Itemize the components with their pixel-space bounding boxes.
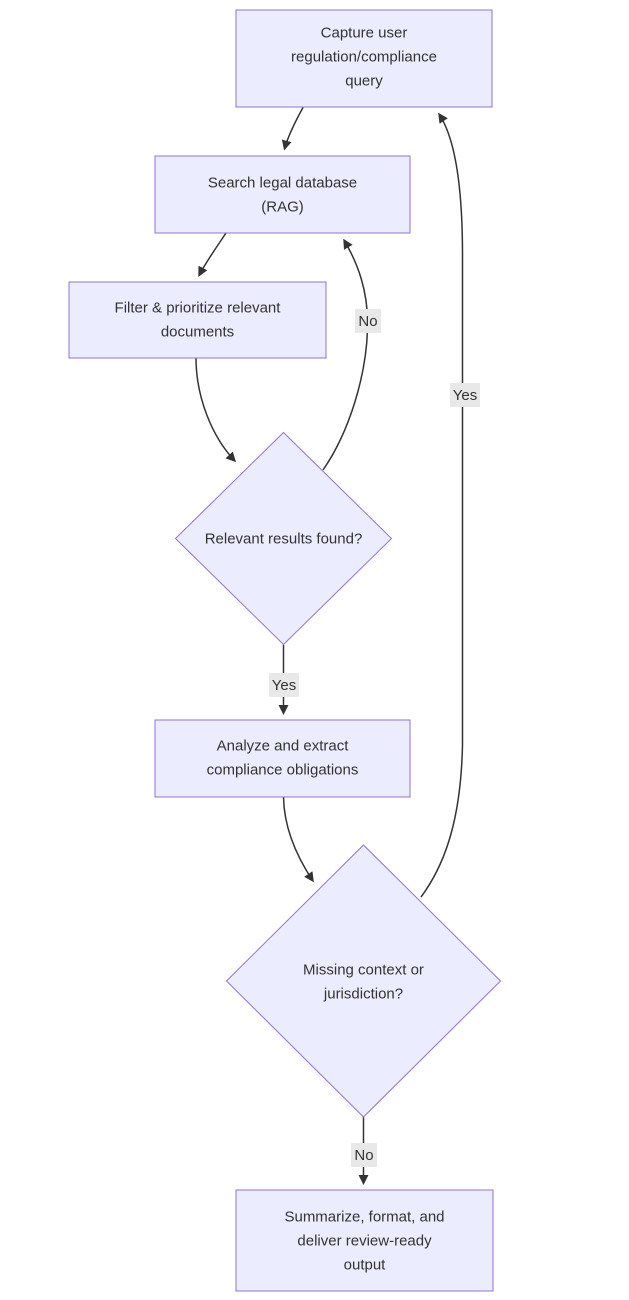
edge-relevant-to-search-no (322, 238, 369, 471)
edge-label-text: Yes (453, 387, 477, 404)
edge-search-to-filter (198, 232, 227, 277)
node-summarize-output: Summarize, format, and deliver review-re… (235, 1189, 494, 1292)
edge-capture-to-search (281, 107, 304, 151)
edge-label-text: No (358, 313, 377, 330)
edge-label-no-to-summarize: No (351, 1143, 377, 1167)
edge-label-bg (355, 309, 381, 333)
node-filter-documents: Filter & prioritize relevant documents (68, 281, 327, 359)
node-label-line: Search legal database (208, 175, 357, 192)
node-label-line: deliver review-ready (297, 1233, 432, 1250)
node-summarize-shape (235, 1189, 494, 1292)
edge-label-bg (269, 673, 299, 697)
node-label-line: Filter & prioritize relevant (115, 300, 282, 317)
edge-label-no-to-search: No (355, 309, 381, 333)
node-label-line: regulation/compliance (291, 49, 437, 66)
node-missing-shape (225, 844, 502, 1118)
node-missing-context-decision: Missing context or jurisdiction? (225, 844, 502, 1118)
node-label-line: (RAG) (261, 199, 304, 216)
edge-missing-to-capture-yes (420, 112, 464, 898)
node-label-line: documents (161, 324, 234, 341)
node-layer: Capture user regulation/compliance query… (68, 9, 502, 1292)
node-label-line: Relevant results found? (205, 531, 363, 548)
edge-label-bg (450, 383, 480, 407)
node-filter-shape (68, 281, 327, 359)
node-label-line: Summarize, format, and (284, 1209, 444, 1226)
node-label-line: Capture user (321, 25, 408, 42)
node-analyze-obligations: Analyze and extract compliance obligatio… (154, 719, 411, 798)
node-label-line: query (345, 73, 383, 90)
node-label-line: output (344, 1257, 387, 1274)
edge-label-text: Yes (272, 677, 296, 694)
node-label-line: Missing context or (303, 962, 424, 979)
node-label-line: Analyze and extract (217, 738, 350, 755)
node-analyze-shape (154, 719, 411, 798)
edge-label-yes-to-capture: Yes (450, 383, 480, 407)
edge-label-bg (351, 1143, 377, 1167)
node-search-database: Search legal database (RAG) (154, 155, 411, 234)
node-label-line: compliance obligations (207, 762, 359, 779)
node-search-shape (154, 155, 411, 234)
node-relevant-shape (174, 431, 393, 646)
node-capture-shape (235, 9, 493, 108)
edge-filter-to-relevant (195, 357, 237, 463)
edge-label-yes-to-analyze: Yes (269, 673, 299, 697)
edge-label-text: No (354, 1147, 373, 1164)
node-capture-query: Capture user regulation/compliance query (235, 9, 493, 108)
node-label-line: jurisdiction? (323, 986, 403, 1003)
edge-label-layer: No Yes Yes No (269, 309, 480, 1167)
node-relevant-results-decision: Relevant results found? (174, 431, 393, 646)
edge-analyze-to-missing (282, 796, 314, 883)
